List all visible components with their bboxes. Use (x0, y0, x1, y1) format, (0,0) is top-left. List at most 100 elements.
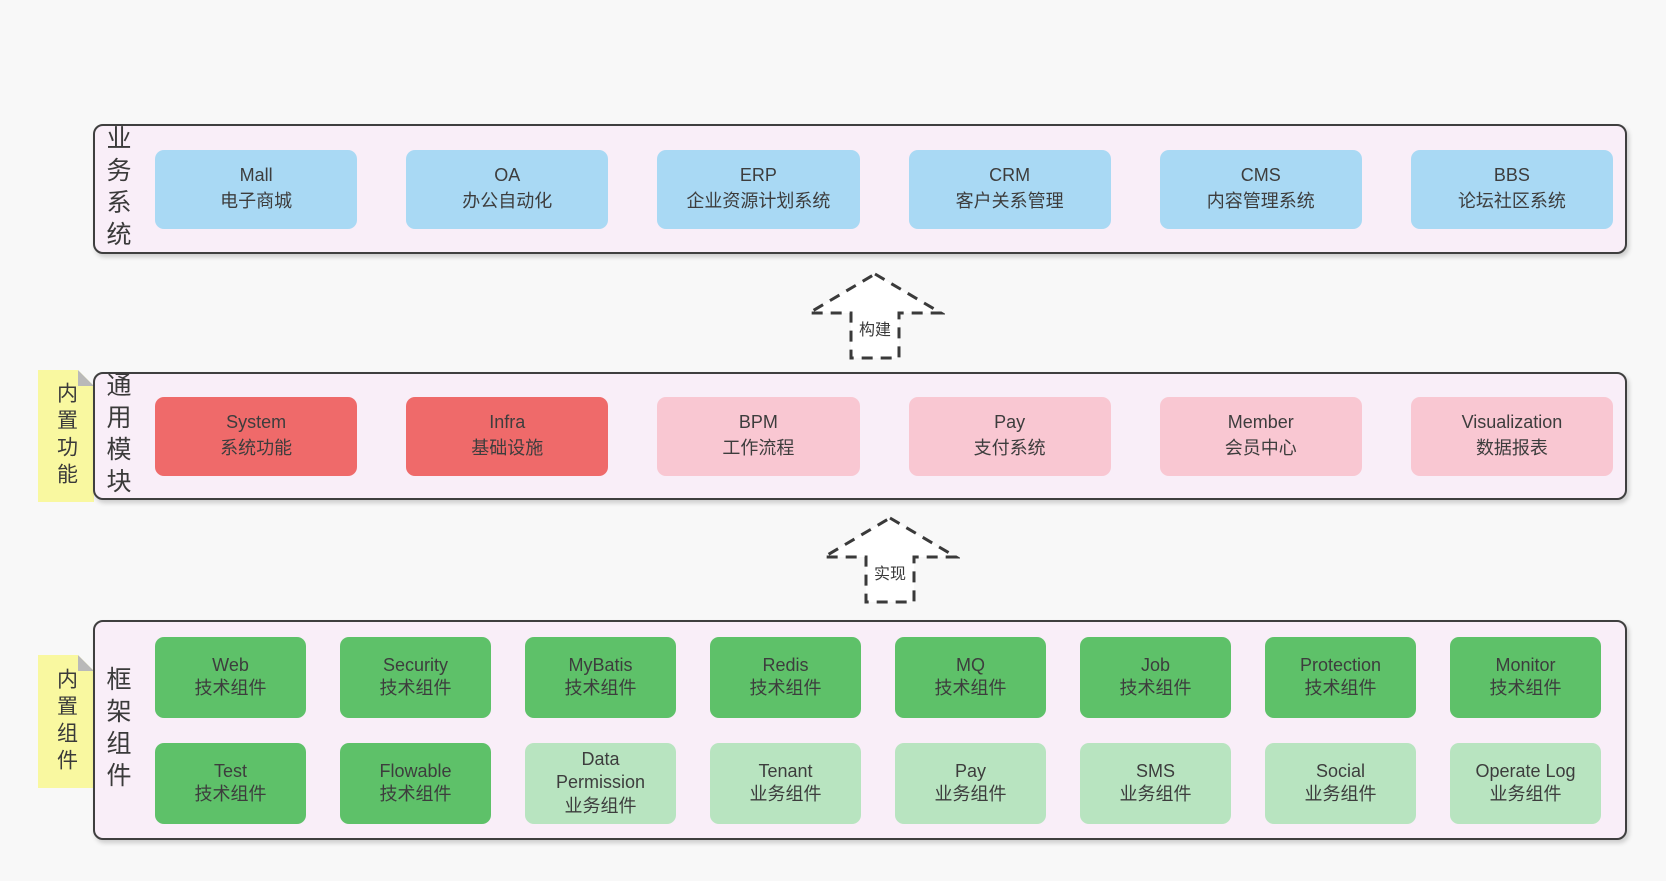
component-box-test: Test 技术组件 (155, 742, 306, 824)
component-name: Protection (1299, 654, 1382, 675)
component-desc: 技术组件 (1119, 678, 1192, 698)
component-desc: 业务组件 (1304, 784, 1377, 804)
component-desc: 技术组件 (564, 678, 637, 698)
sticky-note-builtin-components-label: 内置组件 (54, 667, 78, 776)
component-name: Flowable (379, 760, 452, 781)
component-name: CMS (1240, 165, 1281, 186)
component-box-oa: OA 办公自动化 (406, 149, 609, 229)
component-name: Social (1315, 760, 1366, 781)
component-desc: 技术组件 (379, 678, 452, 698)
component-name: BPM (738, 412, 778, 433)
component-desc: 技术组件 (379, 784, 452, 804)
component-box-job: Job 技术组件 (1080, 636, 1231, 718)
component-name: Mall (239, 165, 273, 186)
component-name: Test (213, 760, 247, 781)
component-desc: 业务组件 (934, 784, 1007, 804)
layer-framework-components: 框架组件 Web 技术组件 Security 技术组件 MyBatis 技术组件 Redis… (93, 620, 1627, 840)
component-name: MyBatis (568, 654, 633, 675)
component-name: Security (382, 654, 449, 675)
component-box-bbs: BBS 论坛社区系统 (1410, 149, 1614, 229)
component-box-infra: Infra 基础设施 (406, 396, 609, 476)
component-box-security: Security 技术组件 (340, 636, 491, 718)
sticky-note-builtin-features: 内置功能 (38, 370, 94, 502)
component-desc: 会员中心 (1224, 438, 1297, 458)
component-box-visualization: Visualization 数据报表 (1410, 396, 1614, 476)
component-box-mq: MQ 技术组件 (895, 636, 1046, 718)
component-desc: 电子商城 (220, 191, 293, 211)
component-row: Mall 电子商城 OA 办公自动化 ERP 企业资源计划系统 CRM 客户关系管理 CMS 内容… (155, 149, 1614, 229)
sticky-note-builtin-components: 内置组件 (38, 655, 94, 788)
component-desc: 支付系统 (973, 438, 1046, 458)
arrow-build-label: 构建 (855, 316, 895, 340)
component-name: Redis (762, 654, 809, 675)
component-name: Tenant (758, 760, 813, 781)
component-name: Member (1227, 412, 1294, 433)
component-name: Pay (954, 760, 987, 781)
component-name: Visualization (1461, 412, 1563, 433)
component-name: Data Permission (555, 748, 646, 793)
component-desc: 技术组件 (1304, 678, 1377, 698)
component-box-monitor: Monitor 技术组件 (1450, 636, 1601, 718)
component-desc: 内容管理系统 (1206, 191, 1315, 211)
component-name: SMS (1135, 760, 1175, 781)
component-box-member: Member 会员中心 (1159, 396, 1362, 476)
component-name: Infra (489, 412, 526, 433)
component-box-crm: CRM 客户关系管理 (908, 149, 1111, 229)
component-name: OA (494, 165, 521, 186)
component-box-mall: Mall 电子商城 (155, 149, 358, 229)
component-name: ERP (739, 165, 777, 186)
component-desc: 办公自动化 (462, 191, 553, 211)
component-desc: 业务组件 (564, 795, 637, 816)
component-desc: 技术组件 (194, 678, 267, 698)
component-name: Web (212, 654, 249, 675)
component-name: Monitor (1495, 654, 1556, 675)
component-desc: 技术组件 (934, 678, 1007, 698)
component-box-pay: Pay 业务组件 (895, 742, 1046, 824)
component-desc: 业务组件 (749, 784, 822, 804)
component-name: Job (1140, 654, 1171, 675)
arrow-build: 构建 (805, 270, 945, 362)
component-desc: 业务组件 (1489, 784, 1562, 804)
component-desc: 数据报表 (1475, 438, 1548, 458)
layer-business-systems-boxes: Mall 电子商城 OA 办公自动化 ERP 企业资源计划系统 CRM 客户关系管理 CMS 内容… (155, 126, 1614, 252)
layer-common-modules-label: 通用模块 (103, 372, 131, 500)
component-desc: 客户关系管理 (955, 191, 1064, 211)
component-desc: 论坛社区系统 (1457, 191, 1566, 211)
component-box-social: Social 业务组件 (1265, 742, 1416, 824)
component-box-web: Web 技术组件 (155, 636, 306, 718)
component-box-mybatis: MyBatis 技术组件 (525, 636, 676, 718)
component-name: BBS (1493, 165, 1530, 186)
component-desc: 基础设施 (471, 438, 544, 458)
layer-framework-components-label: 框架组件 (103, 666, 131, 794)
component-box-cms: CMS 内容管理系统 (1159, 149, 1362, 229)
component-name: Pay (994, 412, 1026, 433)
folded-corner-icon (78, 370, 94, 386)
component-desc: 系统功能 (220, 438, 293, 458)
component-box-tenant: Tenant 业务组件 (710, 742, 861, 824)
component-desc: 技术组件 (194, 784, 267, 804)
component-box-pay: Pay 支付系统 (908, 396, 1111, 476)
component-desc: 技术组件 (1489, 678, 1562, 698)
sticky-note-builtin-features-label: 内置功能 (54, 382, 78, 490)
arrow-implement-label: 实现 (870, 560, 910, 584)
component-desc: 企业资源计划系统 (686, 191, 831, 211)
component-name: MQ (956, 654, 985, 675)
component-box-erp: ERP 企业资源计划系统 (657, 149, 860, 229)
component-name: CRM (989, 165, 1031, 186)
component-box-flowable: Flowable 技术组件 (340, 742, 491, 824)
component-box-protection: Protection 技术组件 (1265, 636, 1416, 718)
